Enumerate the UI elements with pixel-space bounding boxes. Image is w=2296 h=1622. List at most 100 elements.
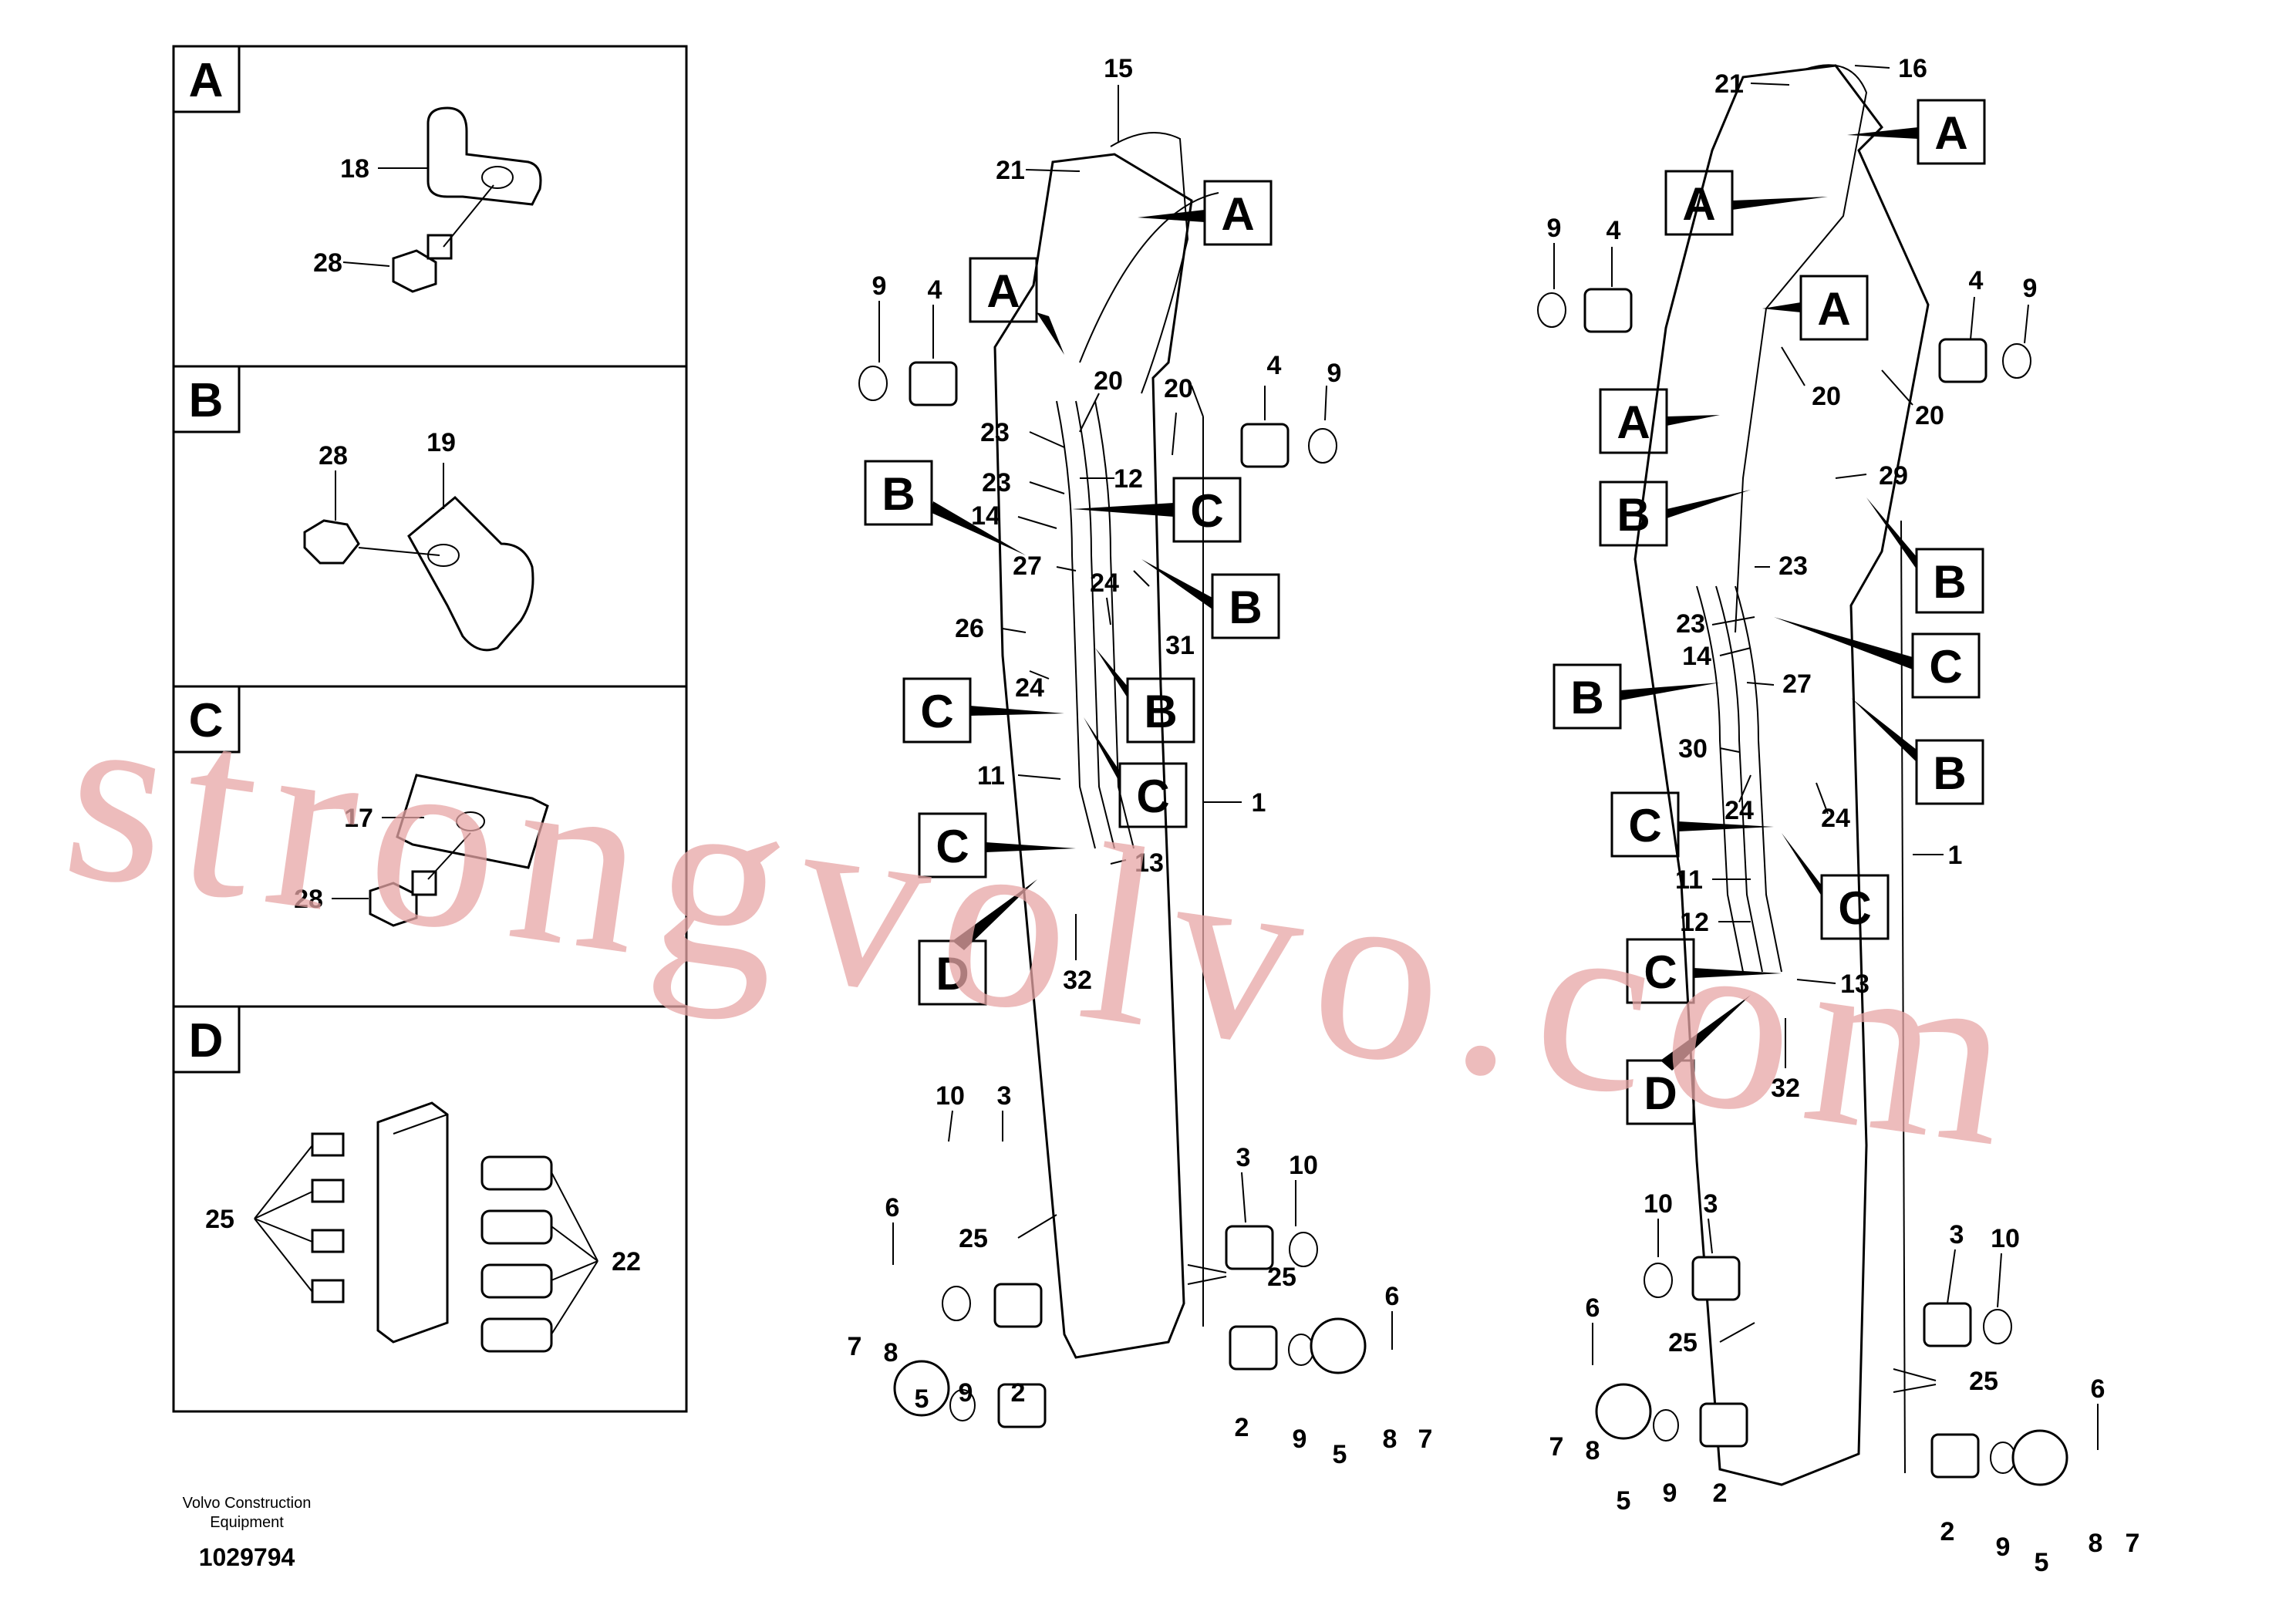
callout-18: 18: [340, 154, 369, 184]
callout-32: 32: [1063, 966, 1092, 995]
callout-20: 20: [1094, 366, 1123, 396]
callout-25-r-b: 25: [1969, 1367, 1998, 1396]
callout-9-d: 9: [1293, 1425, 1307, 1454]
callout-6-b: 6: [1385, 1282, 1400, 1311]
ref-b-r4: B: [1933, 747, 1966, 799]
callout-32-r: 32: [1771, 1074, 1800, 1103]
ref-a-r2: A: [1682, 178, 1715, 230]
callout-23-r: 23: [1778, 551, 1808, 581]
drawing-number: 1029794: [199, 1543, 295, 1571]
callout-7-r: 7: [1549, 1432, 1564, 1462]
callout-20-r-b: 20: [1915, 401, 1944, 430]
panel-b: B 28 19: [172, 365, 534, 652]
callout-9-r: 9: [1547, 214, 1562, 243]
callout-5-r: 5: [1617, 1486, 1631, 1516]
callout-14: 14: [971, 501, 1000, 531]
panel-d-letter: D: [189, 1014, 224, 1067]
callout-9: 9: [872, 271, 887, 301]
callout-28-a: 28: [313, 248, 342, 278]
callout-25-d: 25: [205, 1205, 234, 1234]
callout-27-r: 27: [1782, 669, 1812, 699]
left-arm-assembly: 15 21 9 4 20 20 4 9 23 12 23 14 27 26 24…: [848, 54, 1433, 1469]
footer: Volvo Construction Equipment 1029794: [183, 1495, 312, 1571]
ref-b-r2: B: [1933, 556, 1966, 608]
ref-c-r3: C: [1838, 882, 1871, 934]
ref-d-1: D: [936, 948, 969, 1000]
callout-29: 29: [1879, 461, 1908, 491]
callout-13-r: 13: [1840, 969, 1870, 999]
callout-8: 8: [884, 1338, 899, 1367]
detail-panels: A 18 28 B 28: [172, 45, 688, 1413]
bolt-b-icon: [303, 519, 360, 565]
panel-d: D: [172, 1005, 641, 1353]
ref-a-r1: A: [1934, 107, 1967, 159]
callout-23: 23: [980, 418, 1010, 447]
callout-6: 6: [885, 1193, 900, 1222]
callout-14-r: 14: [1682, 642, 1711, 671]
callout-25: 25: [959, 1224, 988, 1253]
ref-a-r4: A: [1617, 396, 1650, 448]
nipple-icons: [311, 1132, 345, 1303]
callout-31: 31: [1165, 631, 1195, 660]
ref-d-r1: D: [1644, 1067, 1677, 1119]
callout-10: 10: [936, 1081, 965, 1111]
bolt-a-icon: [392, 234, 453, 293]
panel-a-letter: A: [189, 54, 224, 107]
callout-24-r-b: 24: [1821, 804, 1850, 833]
panel-a: A 18 28: [172, 45, 542, 293]
right-arm-assembly: 21 16 9 4 4 9 20 20 29 23 23 14 27 30 24…: [1537, 54, 2140, 1577]
right-arm-boxed-refs: A A A A B B C B B C: [1553, 99, 1986, 1125]
callout-1: 1: [1252, 788, 1266, 818]
callout-23-b: 23: [982, 468, 1011, 497]
callout-20-r: 20: [1812, 382, 1841, 411]
ref-b-2: B: [1229, 582, 1262, 633]
callout-20-b: 20: [1164, 374, 1193, 403]
callout-9-c: 9: [959, 1378, 973, 1408]
callout-8-b: 8: [1383, 1425, 1397, 1454]
right-arm-body: [1633, 64, 1930, 1486]
callout-28-b: 28: [319, 441, 348, 470]
callout-12-r: 12: [1680, 908, 1709, 937]
callout-4-r-b: 4: [1969, 266, 1984, 295]
callout-7-r-b: 7: [2126, 1529, 2140, 1558]
callout-24-r: 24: [1725, 796, 1754, 825]
callout-5: 5: [915, 1384, 929, 1414]
callout-28-c: 28: [294, 885, 323, 914]
callout-8-r-b: 8: [2089, 1529, 2103, 1558]
callout-13: 13: [1135, 848, 1164, 878]
callout-2-r-b: 2: [1940, 1517, 1955, 1546]
callout-3-r-b: 3: [1950, 1220, 1964, 1249]
callout-24: 24: [1090, 568, 1119, 598]
callout-3-b: 3: [1236, 1143, 1251, 1172]
ref-c-r4: C: [1644, 946, 1677, 998]
callout-5-b: 5: [1333, 1440, 1347, 1469]
callout-10-b: 10: [1289, 1151, 1318, 1180]
panel-c-letter: C: [189, 694, 224, 747]
callout-12: 12: [1114, 464, 1143, 494]
panel-c: C 17 28: [172, 685, 549, 927]
callout-8-r: 8: [1586, 1436, 1600, 1465]
callout-4-b: 4: [1267, 351, 1282, 380]
callout-30: 30: [1678, 734, 1708, 764]
clamp-a-icon: [426, 106, 542, 206]
ref-c-4: C: [936, 821, 969, 872]
panel-b-letter: B: [189, 374, 224, 427]
callout-9-r-d: 9: [1996, 1533, 2011, 1562]
ref-c-3: C: [1136, 771, 1169, 822]
ref-c-1: C: [1190, 485, 1223, 537]
callout-27: 27: [1013, 551, 1042, 581]
callout-9-r-b: 9: [2023, 274, 2038, 303]
callout-4: 4: [928, 275, 942, 305]
callout-10-r: 10: [1644, 1189, 1673, 1219]
callout-15: 15: [1104, 54, 1133, 83]
callout-5-r-b: 5: [2035, 1548, 2049, 1577]
callout-16: 16: [1898, 54, 1927, 83]
callout-3-r: 3: [1704, 1189, 1718, 1219]
ref-a-2: A: [986, 265, 1020, 317]
clip-c-icon: [396, 774, 549, 869]
callout-4-r: 4: [1607, 216, 1621, 245]
callout-2-r: 2: [1713, 1479, 1728, 1508]
callout-24-b: 24: [1015, 673, 1044, 703]
callout-7: 7: [848, 1332, 862, 1361]
